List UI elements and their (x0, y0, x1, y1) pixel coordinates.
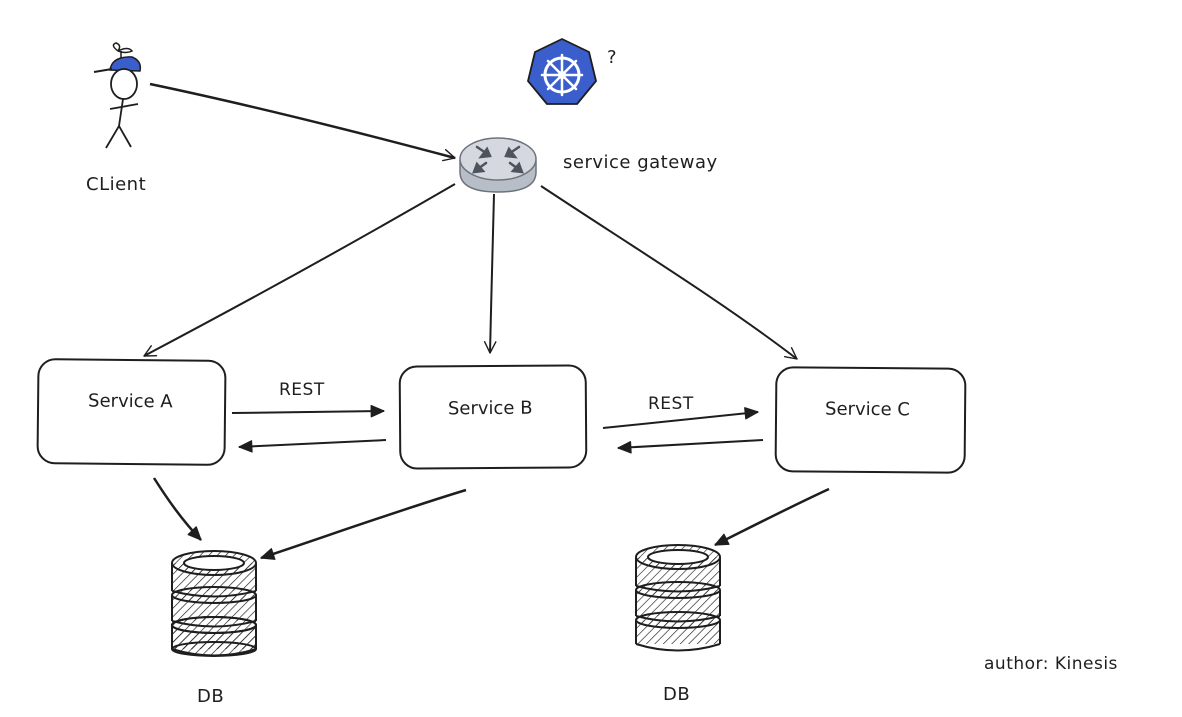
b-to-c-arrow (602, 407, 759, 429)
service-b-label: Service B (447, 397, 533, 420)
service-c-label: Service C (825, 398, 911, 421)
b-to-a-arrow (238, 439, 387, 453)
kubernetes-icon (527, 38, 597, 105)
gateway-to-service-b-arrow (483, 193, 497, 354)
gateway-to-service-c-arrow (540, 185, 798, 360)
author-label: author: Kinesis (984, 654, 1118, 674)
client-label: CLient (86, 174, 147, 195)
c-to-db-arrow (714, 487, 830, 547)
router-icon (459, 137, 537, 193)
service-a-box[interactable]: Service A (36, 358, 227, 466)
client-icon (93, 42, 142, 149)
database-icon (171, 550, 257, 657)
kubernetes-question-mark: ? (607, 47, 618, 68)
db-label: DB (197, 686, 225, 707)
rest-label-a-b: REST (279, 380, 325, 400)
b-to-db-arrow (260, 488, 467, 560)
db-label: DB (663, 684, 691, 705)
gateway-label: service gateway (563, 152, 718, 173)
service-c-box[interactable]: Service C (774, 366, 967, 474)
client-to-gateway-arrow (149, 82, 456, 162)
service-b-box[interactable]: Service B (398, 364, 588, 470)
a-to-db-arrow (152, 477, 202, 541)
service-a-label: Service A (88, 390, 173, 413)
gateway-to-service-a-arrow (143, 183, 456, 357)
database-icon (635, 544, 721, 652)
a-to-b-arrow (231, 404, 385, 418)
rest-label-b-c: REST (648, 394, 694, 414)
c-to-b-arrow (617, 439, 764, 454)
